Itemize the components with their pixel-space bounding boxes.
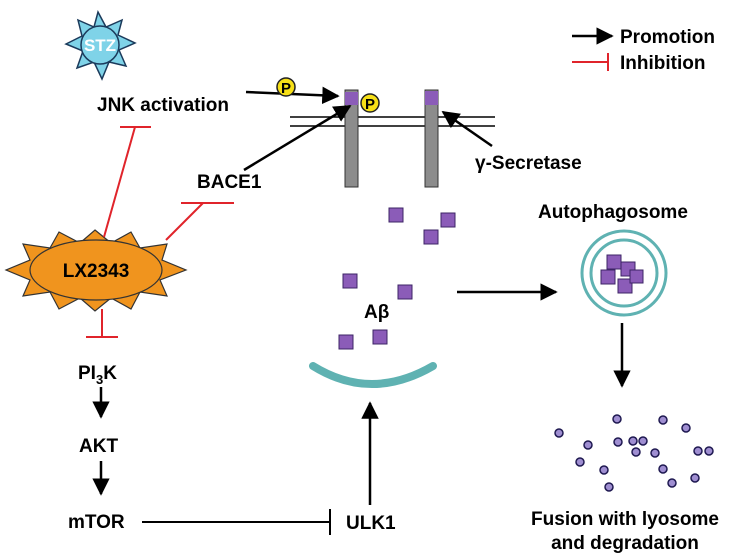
abeta-square [338, 334, 354, 350]
bace1-to-app-arrow [243, 104, 352, 172]
app-protein-bar-2 [424, 89, 439, 188]
abeta-square [440, 212, 456, 228]
legend-inhibition-label: Inhibition [620, 53, 705, 74]
lx2343-inhibit-bace1-line [165, 202, 204, 241]
legend-promotion-label: Promotion [620, 27, 715, 48]
pi3k-subscript: 3 [96, 372, 103, 387]
degradation-dot [704, 446, 714, 456]
abeta-square [342, 273, 358, 289]
degradation-dot [693, 446, 703, 456]
pi3k-label: PI3K [78, 363, 117, 387]
membrane [290, 89, 495, 188]
degradation-dot [612, 414, 622, 424]
degradation-dot [613, 437, 623, 447]
lx2343-label: LX2343 [63, 261, 130, 282]
abeta-square [372, 329, 388, 345]
app-abeta-segment-2 [425, 91, 438, 105]
abeta-square [397, 284, 413, 300]
degradation-dot [604, 482, 614, 492]
lx2343-inhibit-jnk-line [103, 126, 136, 238]
gamma-secretase-label: γ-Secretase [475, 153, 582, 174]
phospho-circle-icon [276, 77, 296, 97]
bace1-label: BACE1 [197, 172, 262, 193]
ulk1-label: ULK1 [346, 513, 396, 534]
mtor-label: mTOR [68, 512, 125, 533]
phospho-app: P [360, 93, 380, 113]
jnk-activation-label: JNK activation [97, 95, 229, 116]
degradation-dot [658, 415, 668, 425]
phospho-jnk: P [276, 77, 296, 97]
degradation-dot [681, 423, 691, 433]
degradation-dot [554, 428, 564, 438]
degradation-dot [667, 478, 677, 488]
pi3k-main: PI [78, 363, 96, 384]
pi3k-end: K [103, 363, 117, 384]
lx2343-core [29, 239, 163, 301]
degradation-dot [575, 457, 585, 467]
degradation-dot [631, 447, 641, 457]
degradation-dot [628, 436, 638, 446]
stz-label: STZ [84, 36, 116, 55]
degradation-dot [690, 473, 700, 483]
app-abeta-segment [345, 92, 358, 105]
degradation-dot [599, 465, 609, 475]
phagophore-arc [309, 362, 437, 388]
abeta-label: Aβ [364, 302, 389, 323]
autophagosome-label: Autophagosome [538, 202, 688, 223]
autophagosome-icon [580, 229, 668, 317]
degradation-dots [554, 414, 714, 492]
degradation-dot [583, 440, 593, 450]
stz-node: STZ [64, 9, 137, 81]
abeta-square [423, 229, 439, 245]
legend: Promotion Inhibition [572, 27, 715, 74]
abeta-peptides [338, 207, 456, 350]
fusion-label-line2: and degradation [551, 533, 699, 554]
lx2343-node: LX2343 [4, 229, 188, 312]
fusion-label-line1: Fusion with lyosome [531, 509, 719, 530]
phospho-label: P [281, 80, 291, 97]
degradation-dot [650, 448, 660, 458]
phospho-label: P [365, 96, 375, 113]
gamma-secretase-arrow [441, 110, 493, 148]
abeta-square [388, 207, 404, 223]
degradation-dot [658, 464, 668, 474]
akt-label: AKT [79, 436, 118, 457]
degradation-dot [638, 436, 648, 446]
stz-core [80, 25, 120, 65]
phospho-circle-icon [360, 93, 380, 113]
